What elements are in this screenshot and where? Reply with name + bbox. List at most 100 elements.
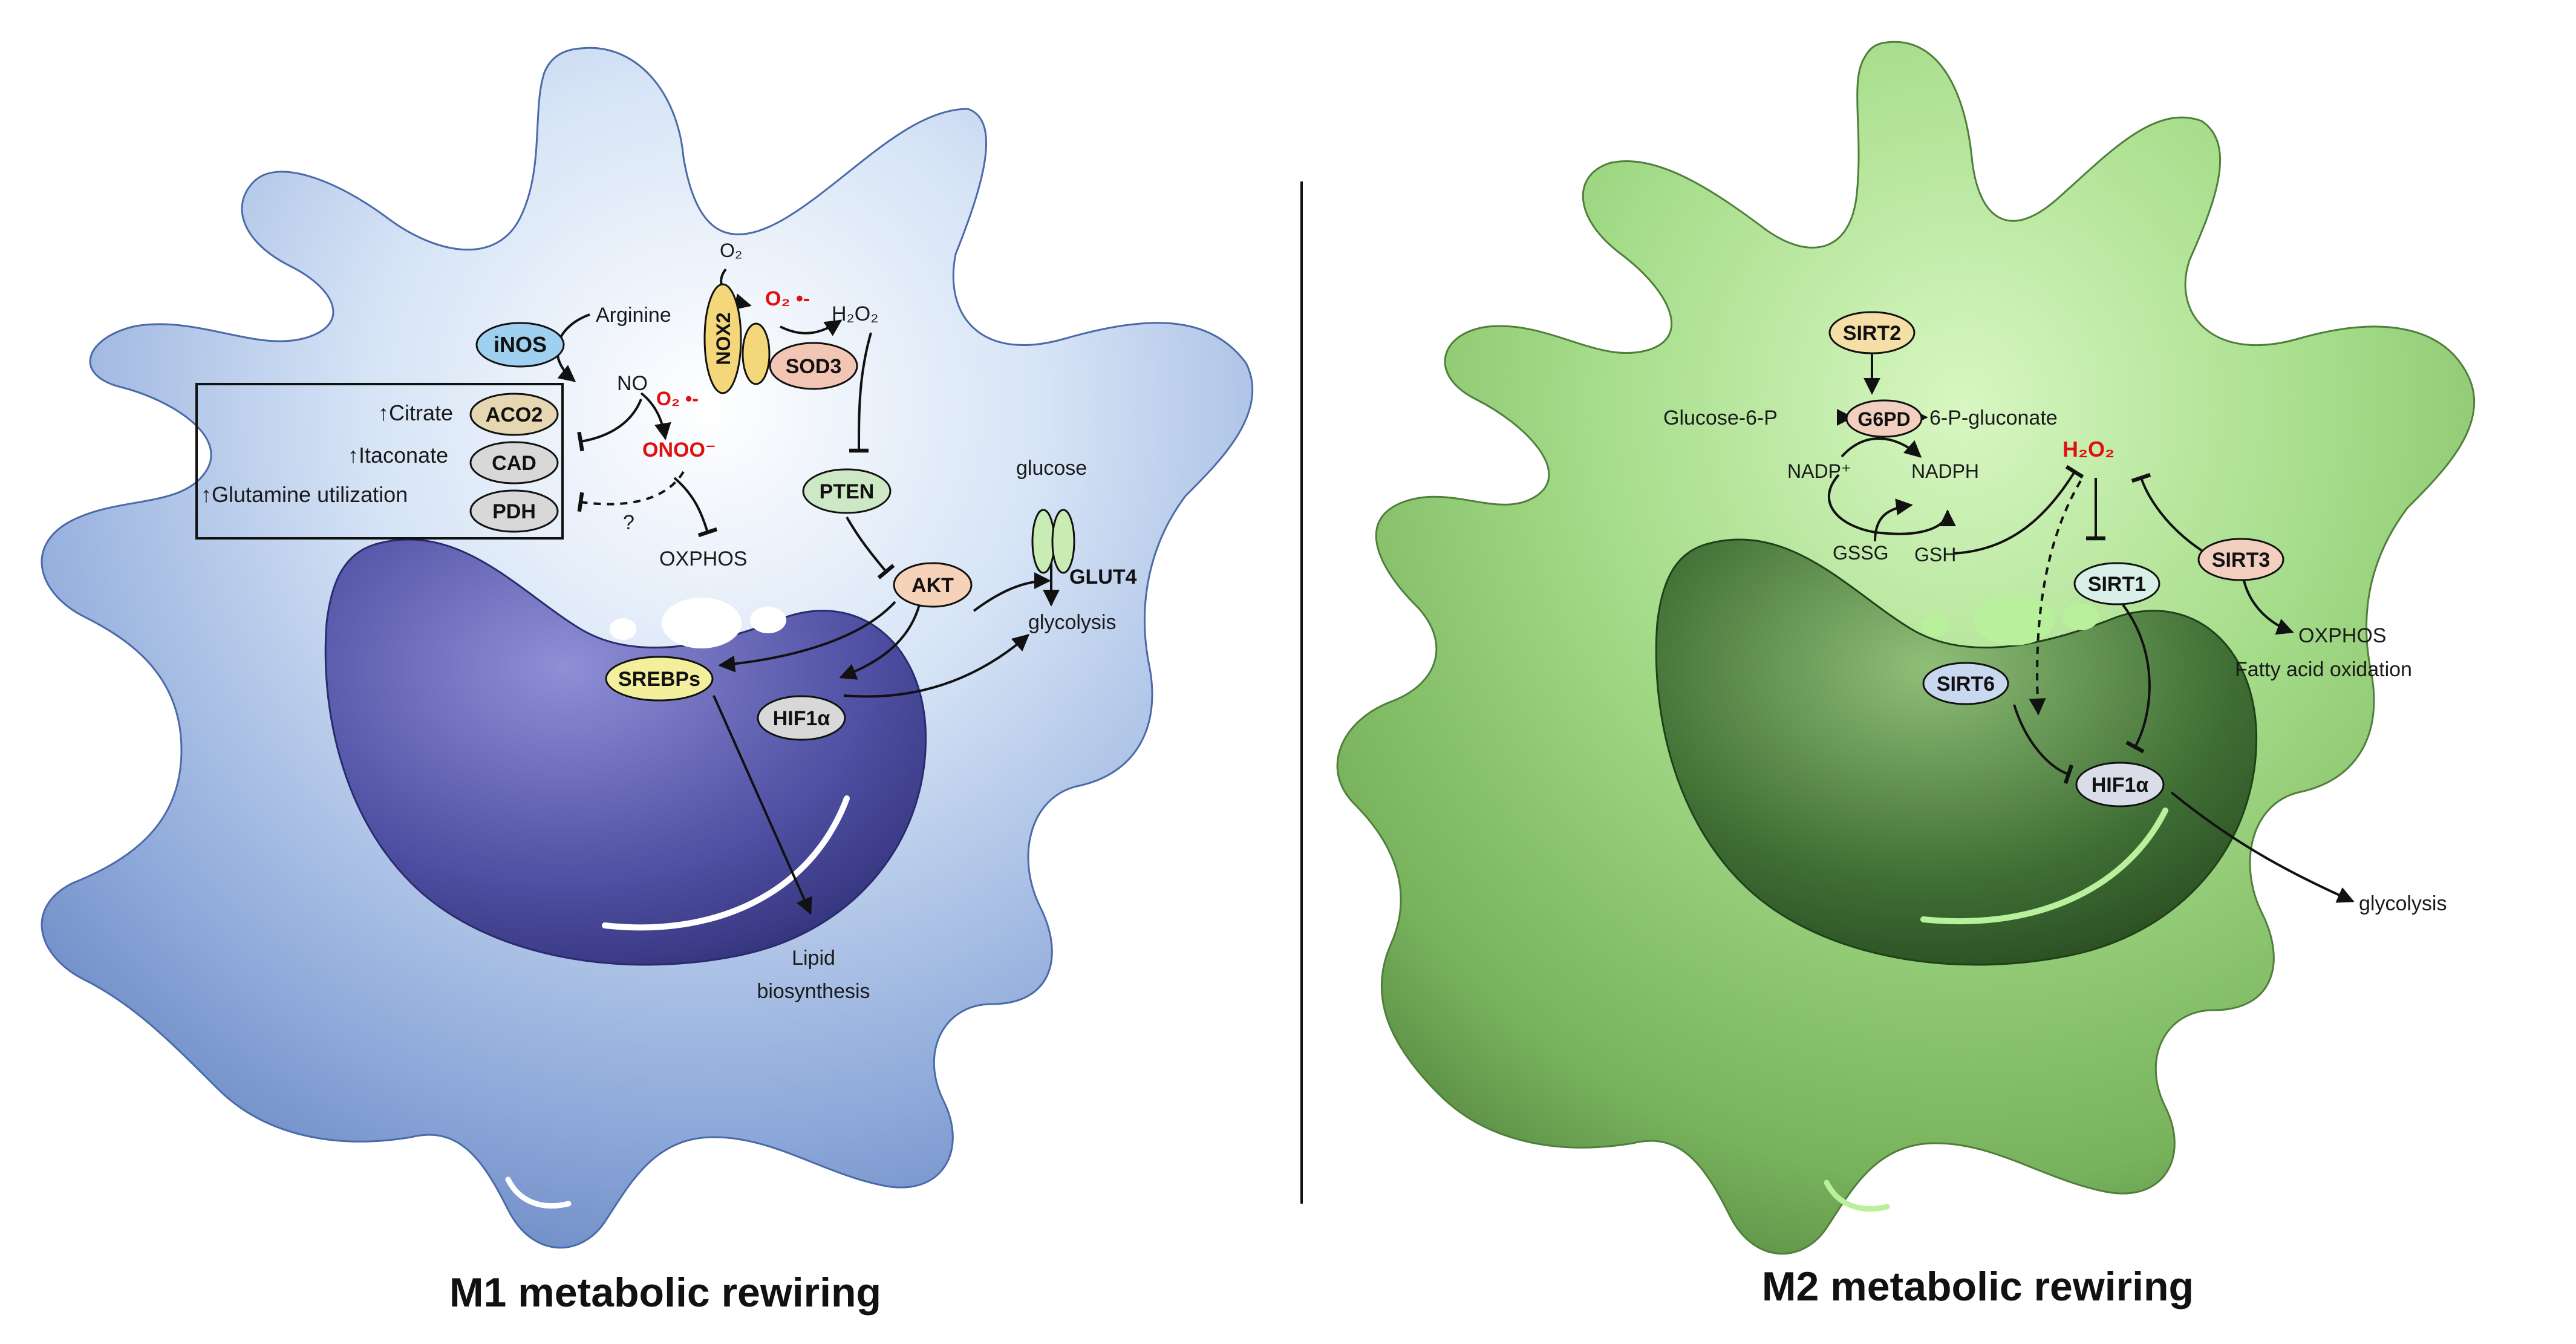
m2-gssg-label: GSSG bbox=[1833, 542, 1888, 564]
m2-g6pd-node: G6PD bbox=[1845, 399, 1923, 438]
m2-vesicle bbox=[1974, 595, 2054, 645]
m2-membrane-highlight bbox=[1824, 1179, 1890, 1212]
m1-question-label: ? bbox=[623, 511, 634, 534]
m1-cad-label: CAD bbox=[492, 452, 536, 475]
m1-vesicle bbox=[750, 607, 786, 633]
m1-citrate-label: ↑Citrate bbox=[378, 400, 453, 425]
m1-inos-node: iNOS bbox=[475, 322, 565, 368]
m1-arrow-superoxide-h2o2 bbox=[780, 319, 843, 336]
m2-gluconate-label: 6-P-gluconate bbox=[1929, 406, 2058, 429]
m2-nucleus-highlight bbox=[1920, 807, 2168, 924]
m1-nox2-channel bbox=[742, 322, 771, 385]
m2-sirt3-label: SIRT3 bbox=[2212, 549, 2270, 572]
m2-arrow-gsh-gssg bbox=[1874, 498, 1913, 542]
m1-hif1a-label: HIF1α bbox=[773, 707, 830, 730]
m1-tca-box bbox=[195, 383, 564, 540]
m1-o2-label: O₂ bbox=[720, 240, 742, 261]
m1-pten-label: PTEN bbox=[820, 480, 875, 503]
m1-vesicle bbox=[662, 598, 742, 648]
m1-arginine-label: Arginine bbox=[596, 304, 671, 327]
m1-vesicle bbox=[610, 618, 636, 640]
m2-hif1a-node: HIF1α bbox=[2075, 762, 2165, 807]
m1-lipid-label: Lipid bbox=[792, 947, 835, 970]
m2-inhibit-sirt6-hif1a bbox=[2013, 704, 2074, 785]
m1-h2o2-label: H₂O₂ bbox=[832, 302, 878, 325]
m1-pdh-label: PDH bbox=[492, 500, 536, 523]
m1-inhibit-pten-akt bbox=[846, 517, 895, 579]
m2-glycolysis-label: glycolysis bbox=[2359, 892, 2447, 915]
m2-fao-label: Fatty acid oxidation bbox=[2235, 658, 2412, 681]
m1-membrane-highlight bbox=[505, 1176, 572, 1209]
m1-srebps-node: SREBPs bbox=[605, 656, 714, 702]
m1-arrow-akt-hif1a bbox=[839, 604, 921, 680]
m1-itaconate-label: ↑Itaconate bbox=[348, 443, 448, 468]
m1-inhibit-h2o2-pten bbox=[849, 332, 872, 453]
m1-glycolysis-label: glycolysis bbox=[1028, 611, 1116, 634]
m2-oxphos-label: OXPHOS bbox=[2298, 624, 2386, 647]
m2-nucleus bbox=[1655, 538, 2258, 966]
m2-g6pd-label: G6PD bbox=[1857, 408, 1910, 430]
m2-inhibit-sirt1-hif1a bbox=[2122, 604, 2151, 754]
m2-glucose6p-label: Glucose-6-P bbox=[1663, 406, 1778, 429]
m1-akt-node: AKT bbox=[893, 562, 973, 608]
m2-nadph-label: NADPH bbox=[1911, 460, 1979, 482]
m1-inhibit-no-box bbox=[577, 399, 642, 452]
m2-hif1a-label: HIF1α bbox=[2092, 774, 2149, 797]
m1-sod3-label: SOD3 bbox=[786, 355, 842, 378]
m1-cad-node: CAD bbox=[469, 441, 559, 484]
m2-sirt1-node: SIRT1 bbox=[2073, 562, 2160, 605]
m1-onoo-label: ONOO⁻ bbox=[642, 439, 716, 462]
m2-arrow-gsh-h2o2 bbox=[1953, 465, 2084, 555]
m1-nox2-label: NOX2 bbox=[712, 312, 734, 365]
m1-inos-label: iNOS bbox=[494, 332, 547, 357]
m1-superoxide-label: O₂ •- bbox=[765, 287, 810, 310]
m1-glut4-label: GLUT4 bbox=[1069, 566, 1137, 589]
m1-pten-node: PTEN bbox=[802, 468, 892, 514]
m1-superoxide2-label: O₂ •- bbox=[656, 388, 699, 409]
m1-inhibit-onoo-oxphos bbox=[673, 477, 718, 538]
m2-title: M2 metabolic rewiring bbox=[1762, 1264, 2194, 1310]
m2-sirt2-label: SIRT2 bbox=[1843, 322, 1901, 345]
m2-sirt2-node: SIRT2 bbox=[1828, 311, 1916, 354]
m2-arrow-nadp-nadph bbox=[1841, 437, 1922, 458]
m1-dashed-onoo-box bbox=[577, 471, 685, 512]
m2-sirt3-node: SIRT3 bbox=[2197, 538, 2284, 581]
m1-arrow-akt-srebps bbox=[718, 601, 896, 673]
m1-nox2-node: NOX2 bbox=[703, 283, 742, 394]
m1-panel: iNOS NOX2 SOD3 ACO2 CAD PDH PTEN A bbox=[41, 47, 1254, 1316]
m1-nucleus bbox=[324, 538, 927, 966]
m1-glut4-transporter: GLUT4 bbox=[1031, 509, 1137, 589]
m1-nucleus-highlight bbox=[602, 795, 850, 931]
m1-glucose-label: glucose bbox=[1016, 457, 1087, 480]
m1-title: M1 metabolic rewiring bbox=[449, 1270, 881, 1316]
m2-vesicle bbox=[2062, 604, 2099, 630]
m1-aco2-node: ACO2 bbox=[469, 393, 559, 436]
m1-pdh-node: PDH bbox=[469, 489, 559, 533]
m2-arrow-hif1a-glycolysis bbox=[2170, 791, 2355, 903]
m2-vesicle bbox=[1922, 615, 1949, 637]
m1-glutamine-label: ↑Glutamine utilization bbox=[201, 482, 408, 507]
m1-hif1a-node: HIF1α bbox=[757, 695, 846, 741]
m1-arrow-akt-glut4 bbox=[973, 572, 1051, 612]
m1-arrow-no-onoo bbox=[640, 392, 671, 440]
m2-panel: SIRT2 G6PD SIRT3 SIRT1 SIRT6 HIF1α Gluco… bbox=[1336, 41, 2476, 1310]
m1-biosynthesis-label: biosynthesis bbox=[757, 980, 870, 1003]
m2-sirt6-label: SIRT6 bbox=[1937, 673, 1995, 696]
m2-sirt6-node: SIRT6 bbox=[1922, 662, 2009, 705]
m1-no-label: NO bbox=[617, 372, 648, 395]
m1-akt-label: AKT bbox=[911, 574, 954, 597]
m1-srebps-label: SREBPs bbox=[618, 668, 700, 691]
m2-sirt1-label: SIRT1 bbox=[2088, 573, 2146, 596]
m2-h2o2-label: H₂O₂ bbox=[2062, 437, 2115, 462]
m1-aco2-label: ACO2 bbox=[486, 403, 543, 426]
m1-arrow-srebps-lipid bbox=[712, 695, 812, 915]
m1-sod3-node: SOD3 bbox=[769, 342, 858, 390]
m2-gsh-label: GSH bbox=[1914, 544, 1956, 566]
m2-inhibit-sirt3-h2o2 bbox=[2131, 472, 2203, 552]
m2-arrow-sirt3-oxphos bbox=[2243, 580, 2294, 635]
m1-oxphos-label: OXPHOS bbox=[659, 547, 747, 570]
m2-nadp-label: NADP⁺ bbox=[1787, 460, 1851, 482]
m2-arrow-gssg-nadph bbox=[1827, 474, 1956, 535]
m1-arrow-hif1a-glycolysis bbox=[843, 634, 1030, 698]
